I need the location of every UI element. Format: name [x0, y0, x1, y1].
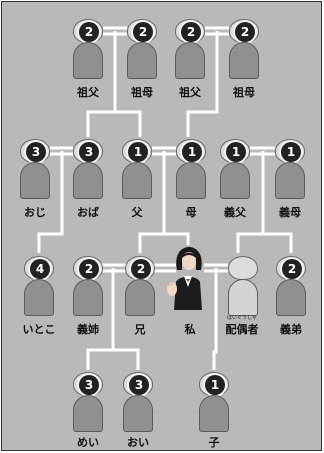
degree-badge: 1 [281, 142, 301, 162]
label-mother: 母 [185, 206, 197, 219]
nephew-figure: 3 [123, 372, 153, 434]
label-nephew: おい [127, 436, 149, 449]
label-cousin: いとこ [22, 323, 56, 336]
paternal-grandmother-figure: 2 [127, 19, 157, 81]
label-aunt: おば [77, 206, 99, 219]
spouse-figure [228, 256, 258, 318]
maternal-grandfather-figure: 2 [175, 19, 205, 81]
label-spouse: 配偶者 [225, 323, 259, 336]
label-sister-in-law: 義姉 [77, 323, 99, 336]
mother-in-law-figure: 1 [275, 139, 305, 201]
degree-badge: 2 [79, 22, 99, 42]
degree-badge: 3 [26, 142, 46, 162]
degree-badge: 2 [235, 22, 255, 42]
paternal-grandfather-figure: 2 [73, 19, 103, 81]
degree-badge: 1 [128, 142, 148, 162]
ruby-spouse: はいぐうしゃ [227, 315, 257, 321]
maternal-grandmother-figure: 2 [229, 19, 259, 81]
label-paternal-grandfather: 祖父 [77, 86, 99, 99]
family-tree-lines [37, 26, 293, 370]
mother-figure: 1 [176, 139, 206, 201]
label-older-brother: 兄 [134, 323, 146, 336]
degree-badge: 4 [30, 259, 50, 279]
degree-badge: 1 [226, 142, 246, 162]
degree-badge: 3 [129, 375, 149, 395]
label-maternal-grandfather: 祖父 [179, 86, 201, 99]
sister-in-law-figure: 2 [73, 256, 103, 318]
younger-brother-in-law-figure: 2 [276, 256, 306, 318]
cousin-figure: 4 [24, 256, 54, 318]
child-figure: 1 [199, 372, 229, 434]
degree-badge: 3 [79, 142, 99, 162]
degree-badge: 2 [181, 22, 201, 42]
older-brother-figure: 2 [125, 256, 155, 318]
aunt-figure: 3 [73, 139, 103, 201]
father-in-law-figure: 1 [220, 139, 250, 201]
degree-badge: 1 [205, 375, 225, 395]
degree-badge: 2 [133, 22, 153, 42]
uncle-figure: 3 [20, 139, 50, 201]
label-niece: めい [77, 436, 99, 449]
degree-badge: 2 [79, 259, 99, 279]
me-portrait-head [176, 247, 202, 270]
label-maternal-grandmother: 祖母 [233, 86, 255, 99]
label-child: 子 [208, 436, 220, 449]
me-portrait-body [167, 276, 202, 310]
degree-badge: 3 [79, 375, 99, 395]
label-paternal-grandmother: 祖母 [131, 86, 153, 99]
label-younger-brother-in-law: 義弟 [280, 323, 302, 336]
degree-badge: 1 [182, 142, 202, 162]
degree-badge: 2 [282, 259, 302, 279]
label-me: 私 [184, 323, 196, 336]
niece-figure: 3 [73, 372, 103, 434]
father-figure: 1 [122, 139, 152, 201]
label-mother-in-law: 義母 [279, 206, 301, 219]
degree-badge: 2 [131, 259, 151, 279]
label-uncle: おじ [24, 206, 46, 219]
label-father: 父 [131, 206, 143, 219]
label-father-in-law: 義父 [224, 206, 246, 219]
